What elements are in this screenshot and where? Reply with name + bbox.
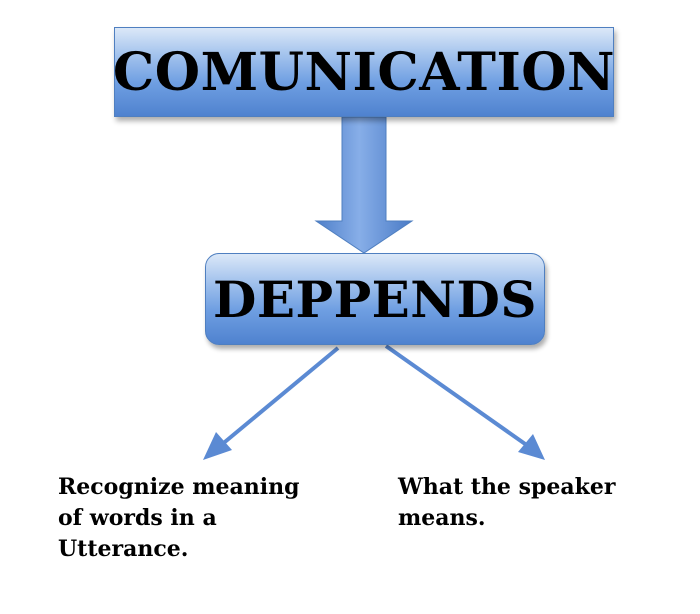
recognize-meaning-text: Recognize meaning of words in a Utteranc… (58, 474, 300, 562)
communication-box: COMUNICATION (112, 27, 616, 117)
depends-label: DEPPENDS (213, 269, 537, 329)
depends-box: DEPPENDS (205, 253, 545, 345)
speaker-means-text: What the speaker means. (398, 474, 616, 531)
arrow-to-left-item (203, 346, 340, 460)
block-arrow-down (314, 116, 414, 254)
arrow-to-right-item (384, 344, 545, 460)
communication-label: COMUNICATION (112, 41, 616, 103)
